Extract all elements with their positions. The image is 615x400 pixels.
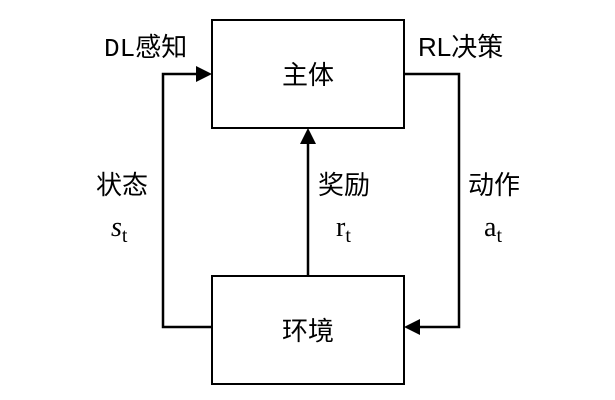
action-arrowhead xyxy=(404,319,420,335)
agent-label: 主体 xyxy=(282,61,334,91)
action-symbol: at xyxy=(484,212,502,247)
action-label: 动作 xyxy=(468,171,520,201)
state-symbol-main: s xyxy=(111,212,122,243)
reward-label: 奖励 xyxy=(318,171,370,201)
dl-perception-label: DL感知 xyxy=(104,33,187,64)
state-arrowhead xyxy=(196,66,212,82)
reward-symbol: rt xyxy=(336,212,351,247)
state-symbol: st xyxy=(111,212,128,247)
state-symbol-subscript: t xyxy=(122,225,128,247)
action-symbol-subscript: t xyxy=(496,225,502,247)
action-symbol-main: a xyxy=(484,212,497,243)
reward-symbol-subscript: t xyxy=(345,225,351,247)
agent-box xyxy=(211,19,405,129)
action-arrow-line xyxy=(404,72,461,329)
environment-label: 环境 xyxy=(282,317,334,347)
reward-arrowhead xyxy=(300,128,316,144)
state-label: 状态 xyxy=(96,171,148,201)
environment-box xyxy=(211,275,405,385)
rl-decision-label: RL决策 xyxy=(418,32,503,62)
state-arrow-line xyxy=(161,72,212,329)
reward-symbol-main: r xyxy=(336,212,346,243)
